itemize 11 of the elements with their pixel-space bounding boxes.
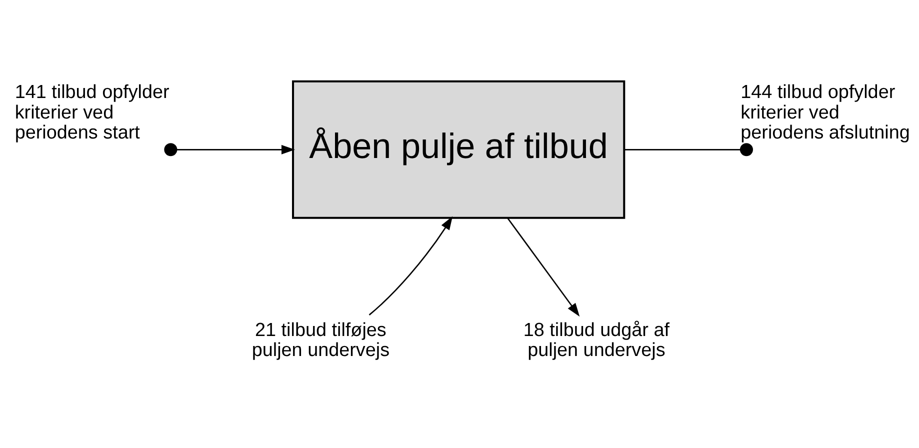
node-circle: [164, 143, 178, 156]
node-label: 141 tilbud opfylder kriterier ved periodens start: [14, 82, 170, 144]
arrow: [507, 218, 580, 317]
connector: [624, 148, 740, 150]
node-box: Åben pulje af tilbud: [292, 80, 626, 219]
arrow: [368, 216, 453, 316]
node-text: 18 tilbud udgår af puljen undervejs: [523, 320, 670, 362]
node-circle: [740, 143, 753, 156]
arrow: [176, 144, 296, 154]
node-text: 21 tilbud tilføjes puljen undervejs: [252, 320, 390, 362]
node-label: 144 tilbud opfylder kriterier ved periodens afslutning: [740, 82, 910, 144]
